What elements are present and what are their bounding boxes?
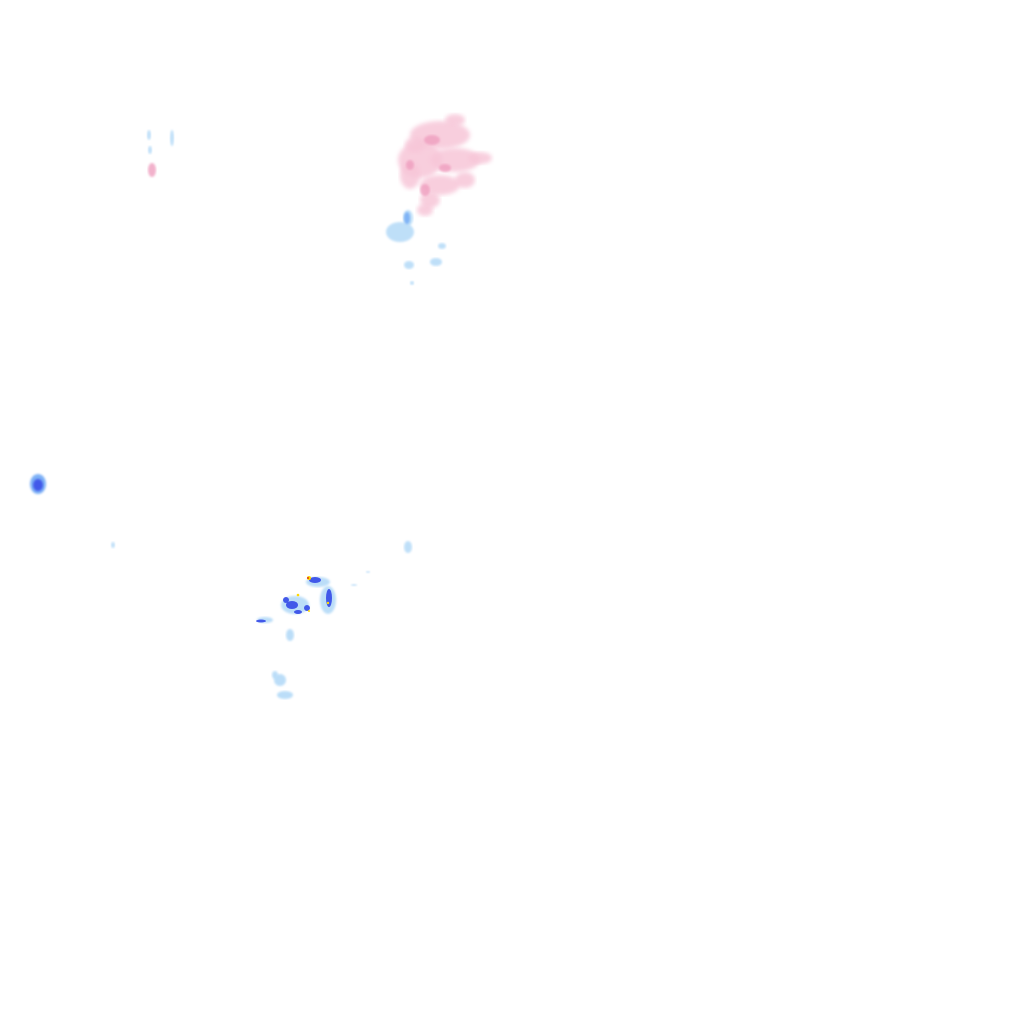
- rain-echo-light: [351, 584, 357, 586]
- rain-echo-light: [111, 542, 115, 548]
- storm-core: [308, 610, 310, 612]
- snow-echo-medium: [420, 184, 430, 196]
- rain-echo-heavy: [294, 610, 302, 614]
- rain-echo-heavy: [256, 619, 266, 623]
- rain-echo-light: [404, 261, 414, 269]
- rain-echo-light: [438, 243, 446, 249]
- storm-core: [307, 577, 309, 579]
- snow-echo-medium: [439, 164, 451, 172]
- rain-echo-heavy: [309, 577, 321, 583]
- rain-echo-light: [272, 671, 278, 679]
- rain-echo-light: [147, 130, 151, 140]
- rain-echo-light: [286, 629, 294, 641]
- rain-echo-heavy: [283, 597, 289, 603]
- rain-echo-light: [404, 541, 412, 553]
- snow-echo: [445, 114, 465, 126]
- snow-echo: [400, 161, 420, 189]
- rain-echo-light: [386, 222, 414, 242]
- rain-echo-light: [277, 691, 293, 699]
- rain-echo-light: [170, 130, 174, 146]
- snow-echo: [417, 204, 433, 216]
- snow-echo: [455, 172, 475, 188]
- snow-echo: [148, 163, 156, 177]
- snow-echo-medium: [406, 160, 414, 170]
- rain-echo-light: [430, 258, 442, 266]
- rain-echo-heavy: [33, 479, 43, 491]
- rain-echo-heavy: [304, 605, 310, 611]
- rain-echo-light: [148, 146, 152, 154]
- storm-core: [296, 593, 300, 597]
- snow-echo: [405, 137, 425, 153]
- rain-echo-heavy: [286, 601, 298, 609]
- rain-echo-heavy: [326, 589, 332, 607]
- rain-echo-medium: [404, 212, 410, 224]
- rain-echo-light: [410, 281, 414, 285]
- storm-core: [326, 601, 330, 605]
- rain-echo-light: [366, 571, 370, 573]
- snow-echo: [468, 152, 492, 164]
- snow-echo-medium: [424, 135, 440, 145]
